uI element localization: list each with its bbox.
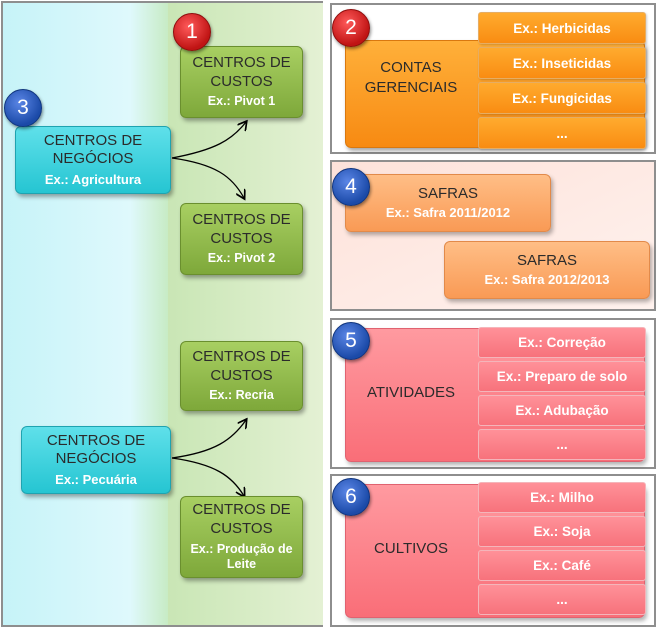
centro-custos-example: Ex.: Pivot 1 xyxy=(207,94,276,109)
safra-example: Ex.: Safra 2012/2013 xyxy=(484,272,610,288)
centro-custos-title: CENTROS DE CUSTOS xyxy=(192,501,291,537)
centro-negocios-title: CENTROS DE NEGÓCIOS xyxy=(46,431,146,468)
contas-item: Ex.: Herbicidas xyxy=(478,12,646,44)
atividades-item: ... xyxy=(478,429,646,460)
centro-negocios-example: Ex.: Pecuária xyxy=(55,472,137,488)
cultivos-item: Ex.: Milho xyxy=(478,482,646,513)
centro-negocios-example: Ex.: Agricultura xyxy=(44,172,142,188)
cultivos-item: ... xyxy=(478,584,646,615)
safra-example: Ex.: Safra 2011/2012 xyxy=(385,205,511,221)
atividades-item: Ex.: Adubação xyxy=(478,395,646,426)
badge-1-icon: 1 xyxy=(173,13,211,51)
centro-custos-producao-leite: CENTROS DE CUSTOS Ex.: Produção de Leite xyxy=(180,496,303,578)
centro-custos-pivot1: CENTROS DE CUSTOS Ex.: Pivot 1 xyxy=(180,46,303,118)
centro-custos-title: CENTROS DE CUSTOS xyxy=(192,53,291,90)
centro-negocios-pecuaria: CENTROS DE NEGÓCIOS Ex.: Pecuária xyxy=(21,426,171,494)
arrow-agri-pivot1 xyxy=(171,122,246,159)
contas-item: Ex.: Inseticidas xyxy=(478,47,646,79)
safra-title: SAFRAS xyxy=(516,251,577,269)
safra-2012-2013: SAFRAS Ex.: Safra 2012/2013 xyxy=(444,241,650,299)
atividades-title: ATIVIDADES xyxy=(366,384,456,401)
badge-4-icon: 4 xyxy=(332,168,370,206)
centro-custos-example: Ex.: Produção de Leite xyxy=(190,541,293,572)
badge-5-icon: 5 xyxy=(332,322,370,360)
connector-arrows xyxy=(171,0,330,631)
cultivos-item: Ex.: Soja xyxy=(478,516,646,547)
safra-2011-2012: SAFRAS Ex.: Safra 2011/2012 xyxy=(345,174,551,232)
centro-custos-pivot2: CENTROS DE CUSTOS Ex.: Pivot 2 xyxy=(180,203,303,275)
cultivos-item: Ex.: Café xyxy=(478,550,646,581)
centro-negocios-title: CENTROS DE NEGÓCIOS xyxy=(43,131,143,168)
badge-6-icon: 6 xyxy=(332,478,370,516)
atividades-item: Ex.: Preparo de solo xyxy=(478,361,646,392)
centro-custos-example: Ex.: Recria xyxy=(209,388,274,403)
centro-custos-recria: CENTROS DE CUSTOS Ex.: Recria xyxy=(180,341,303,411)
atividades-item: Ex.: Correção xyxy=(478,327,646,358)
contas-item: Ex.: Fungicidas xyxy=(478,82,646,114)
arrow-agri-pivot2 xyxy=(171,157,244,198)
badge-3-icon: 3 xyxy=(4,89,42,127)
centro-custos-title: CENTROS DE CUSTOS xyxy=(192,347,291,384)
arrow-pec-recria xyxy=(171,420,246,459)
safra-title: SAFRAS xyxy=(417,184,478,202)
contas-item: ... xyxy=(478,117,646,149)
arrow-pec-leite xyxy=(171,457,244,496)
centro-custos-example: Ex.: Pivot 2 xyxy=(207,251,276,266)
centro-negocios-agricultura: CENTROS DE NEGÓCIOS Ex.: Agricultura xyxy=(15,126,171,194)
contas-gerenciais-title: CONTAS GERENCIAIS xyxy=(364,59,458,96)
badge-2-icon: 2 xyxy=(332,9,370,47)
cultivos-title: CULTIVOS xyxy=(374,540,448,557)
centro-custos-title: CENTROS DE CUSTOS xyxy=(192,210,291,247)
